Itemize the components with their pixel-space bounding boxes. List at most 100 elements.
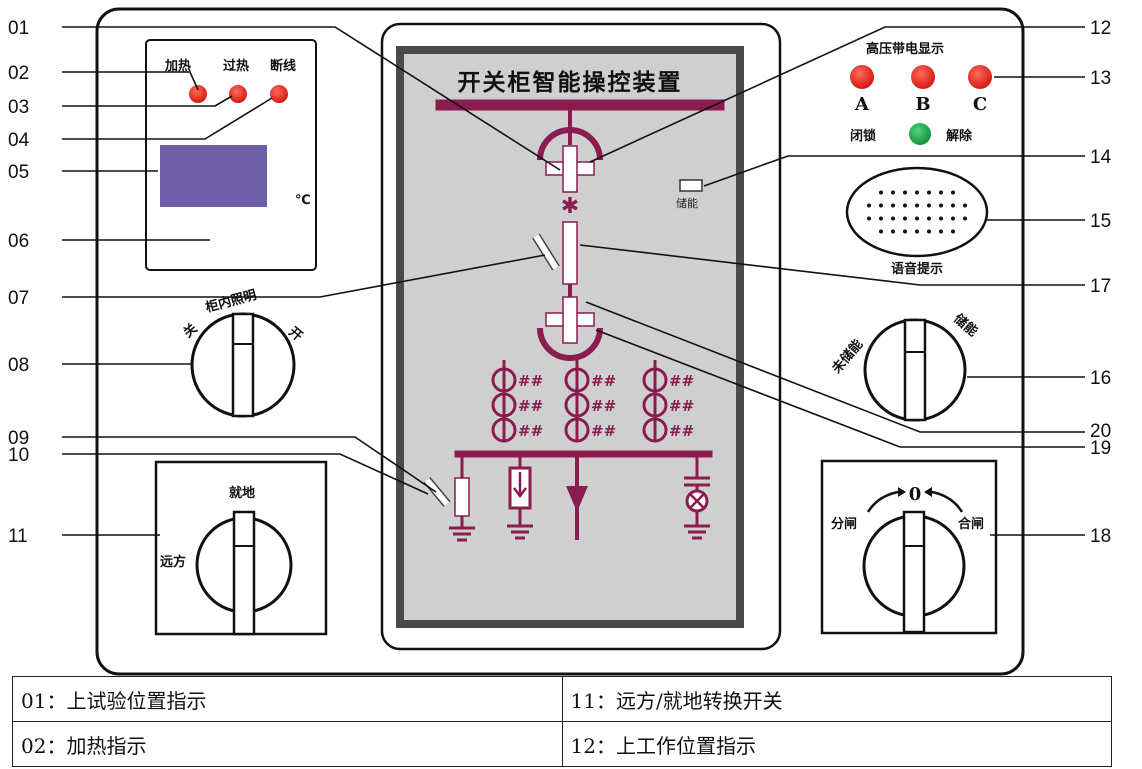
speaker-hole [951, 190, 955, 195]
breaker-bar [562, 221, 578, 285]
speaker-hole [927, 203, 931, 208]
callout-05: 05 [8, 162, 29, 183]
speaker-hole [939, 216, 943, 221]
phase-c-indicator [968, 65, 992, 89]
current-transformers [491, 360, 668, 443]
callout-03: 03 [8, 97, 29, 118]
outgoing-arrow [566, 486, 588, 512]
callout-12: 12 [1090, 18, 1111, 39]
callout-14: 14 [1090, 147, 1112, 168]
speaker-hole [903, 229, 907, 234]
speaker-hole [915, 203, 919, 208]
svg-text:##: ## [518, 422, 543, 440]
energy-label: 储能 [676, 196, 698, 210]
svg-text:##: ## [591, 422, 616, 440]
svg-text:##: ## [518, 397, 543, 415]
upper-arc [537, 127, 603, 161]
callout-07: 07 [8, 288, 29, 309]
phase-c-label: C [973, 94, 987, 115]
legend-cell: 01：上试验位置指示 [12, 676, 563, 722]
callout-20: 20 [1090, 421, 1111, 442]
callout-16: 16 [1090, 368, 1111, 389]
legend-cell: 02：加热指示 [12, 721, 563, 767]
speaker-hole [879, 190, 883, 195]
storage-switch-knob[interactable] [903, 318, 927, 422]
callout-01: 01 [8, 18, 29, 39]
phase-b-label: B [915, 94, 930, 115]
legend-row: 01：上试验位置指示 11：远方/就地转换开关 [12, 676, 1112, 722]
speaker-hole [915, 229, 919, 234]
lower-busbar [454, 450, 713, 458]
speaker-hole [927, 216, 931, 221]
phase-a-indicator [850, 65, 874, 89]
overheat-label: 过热 [223, 58, 249, 74]
overheat-indicator [229, 85, 247, 103]
speaker-grille [845, 166, 989, 258]
speaker-holes [867, 190, 967, 234]
ground-2 [507, 508, 533, 540]
lock-label: 闭锁 [850, 128, 876, 144]
celsius-unit: ℃ [295, 193, 311, 208]
main-busbar [435, 99, 725, 111]
hv-display-title: 高压带电显示 [866, 41, 944, 57]
light-switch-knob[interactable] [231, 312, 255, 418]
legend-cell: 11：远方/就地转换开关 [561, 676, 1112, 722]
phase-b-indicator [911, 65, 935, 89]
breaker-switch-knob[interactable] [902, 510, 926, 634]
ground-3 [684, 511, 710, 540]
lower-arc [537, 327, 603, 361]
leader-lines [62, 26, 1085, 536]
speaker-hole [927, 190, 931, 195]
remote-local-knob[interactable] [232, 510, 256, 636]
earthing-switch [454, 477, 470, 517]
speaker-hole [879, 203, 883, 208]
speaker-hole [915, 190, 919, 195]
speaker-hole [951, 216, 955, 221]
legend-table: 01：上试验位置指示 11：远方/就地转换开关 02：加热指示 12：上工作位置… [12, 676, 1112, 767]
lower-position-cross [545, 296, 595, 344]
phase-a-label: A [854, 94, 870, 115]
temperature-lcd [160, 145, 267, 207]
local-label: 就地 [229, 485, 255, 501]
speaker-hole [891, 216, 895, 221]
speaker-hole [903, 216, 907, 221]
break-label: 断线 [270, 58, 296, 74]
screen-title: 开关柜智能操控装置 [458, 69, 683, 96]
speaker-hole [891, 229, 895, 234]
voice-label: 语音提示 [891, 261, 943, 277]
speaker-hole [939, 229, 943, 234]
breaker-zero-label: 0 [909, 484, 922, 505]
callout-numbers: 01 02 03 04 05 06 07 08 09 10 11 12 13 1… [8, 18, 1112, 547]
speaker-hole [915, 216, 919, 221]
speaker-hole [951, 229, 955, 234]
speaker-hole [867, 216, 871, 221]
speaker-hole [903, 190, 907, 195]
speaker-hole [867, 203, 871, 208]
speaker-hole [891, 190, 895, 195]
lock-release-indicator [909, 123, 931, 145]
energy-storage-indicator [679, 179, 703, 192]
legend-row: 02：加热指示 12：上工作位置指示 [12, 721, 1112, 767]
svg-text:##: ## [669, 372, 694, 390]
heat-label: 加热 [164, 58, 191, 74]
speaker-hole [939, 190, 943, 195]
open-label: 分闸 [831, 516, 857, 532]
speaker-hole [939, 203, 943, 208]
release-label: 解除 [945, 128, 973, 144]
callout-11: 11 [8, 526, 28, 547]
callout-02: 02 [8, 63, 29, 84]
upper-position-cross [545, 145, 595, 193]
callout-15: 15 [1090, 211, 1111, 232]
callout-18: 18 [1090, 526, 1111, 547]
speaker-hole [963, 216, 967, 221]
svg-text:##: ## [591, 372, 616, 390]
callout-06: 06 [8, 231, 29, 252]
speaker-hole [963, 203, 967, 208]
callout-19: 19 [1090, 438, 1111, 459]
break-indicator [270, 85, 288, 103]
heat-indicator [189, 85, 207, 103]
speaker-hole [879, 229, 883, 234]
speaker-hole [951, 203, 955, 208]
callout-13: 13 [1090, 68, 1111, 89]
